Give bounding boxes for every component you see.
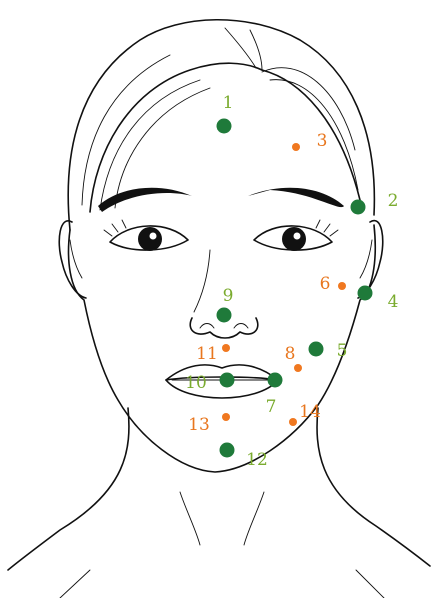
acupoint-7-label: 7 [266,397,277,417]
acupoint-13-dot [222,413,230,421]
acupoint-9-label: 9 [223,286,234,306]
acupoint-14-label: 14 [299,402,321,422]
acupoint-3-dot [292,143,300,151]
acupoint-8-label: 8 [285,344,296,364]
acupoint-11-label: 11 [196,344,218,364]
acupoint-14-dot [289,418,297,426]
acupoint-6-label: 6 [320,274,331,294]
acupoint-10-label: 10 [185,373,207,393]
acupoint-4-label: 4 [388,292,399,312]
acupoint-4-dot [358,286,373,301]
eyebrows [98,188,344,212]
acupoint-3-label: 3 [317,131,328,151]
acupoint-8-dot [294,364,302,372]
acupoint-12-label: 12 [246,450,268,470]
acupoint-13-label: 13 [188,415,210,435]
acupoint-7-dot [268,373,283,388]
ears [59,221,383,298]
acupoint-11-dot [222,344,230,352]
acupoint-5-dot [309,342,324,357]
acupoint-1-label: 1 [223,93,234,113]
acupoint-2-label: 2 [388,191,399,211]
acupoint-5-label: 5 [337,341,348,361]
acupoint-9-dot [217,308,232,323]
right-eye [254,220,338,251]
acupoint-10-dot [220,373,235,388]
acupoint-12-dot [220,443,235,458]
left-eye [104,220,188,251]
neck [8,408,430,598]
acupoint-1-dot [217,119,232,134]
acupoint-2-dot [351,200,366,215]
acupoint-6-dot [338,282,346,290]
face-outline [69,225,376,472]
